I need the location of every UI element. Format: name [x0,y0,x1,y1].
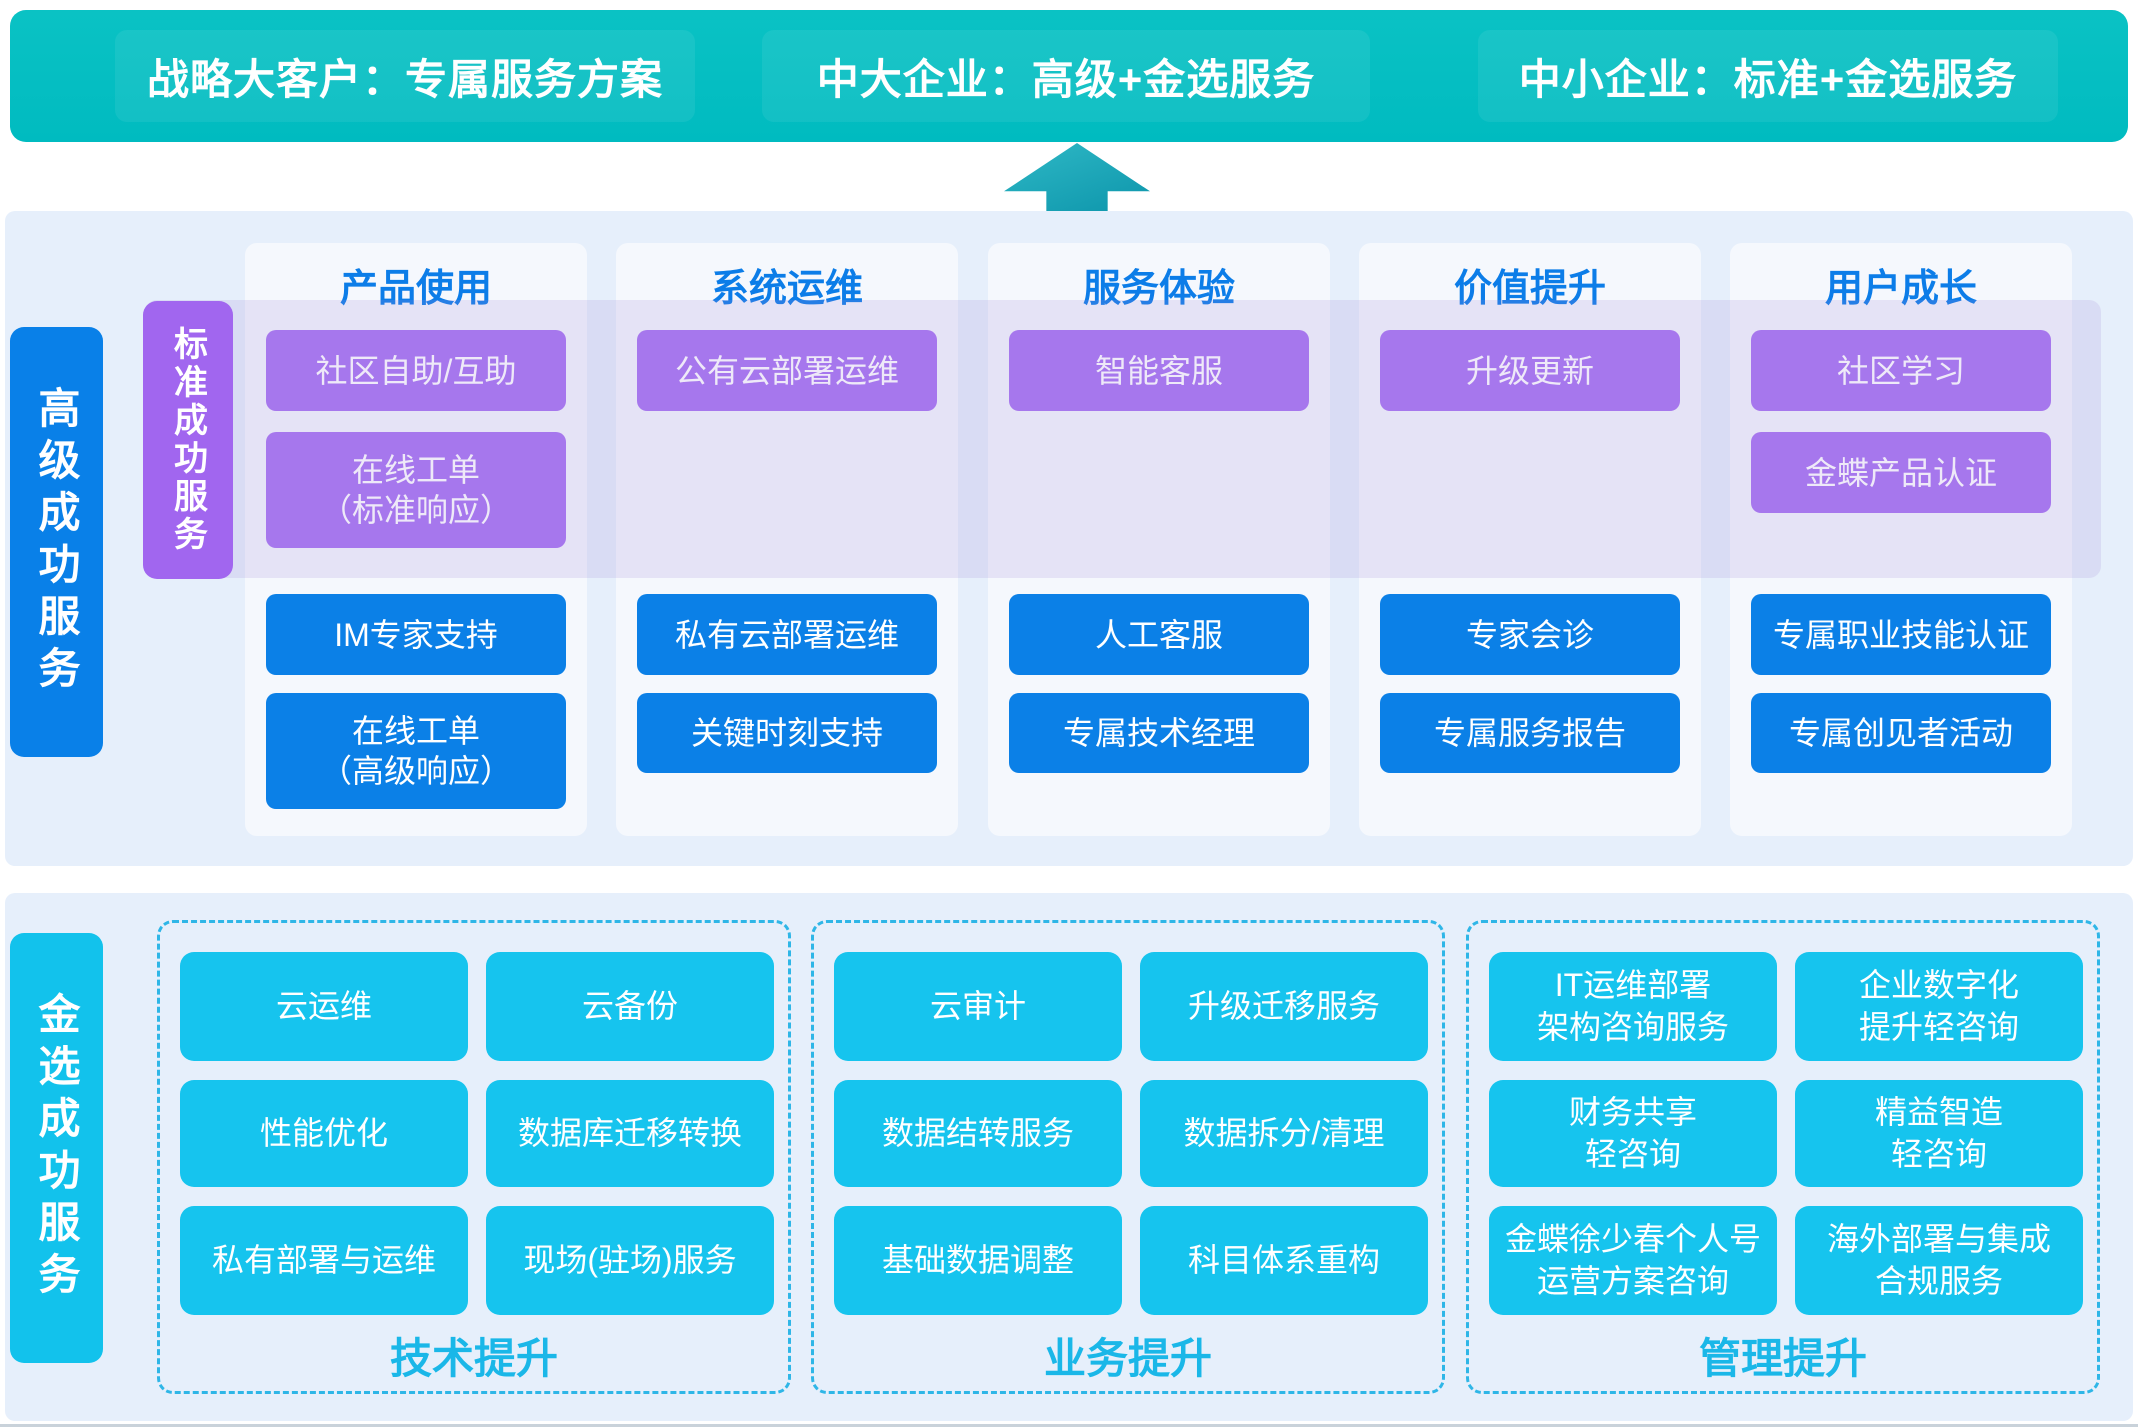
advanced-service-box: 专家会诊 [1380,594,1680,675]
group-management: IT运维部署 架构咨询服务 企业数字化 提升轻咨询 财务共享 轻咨询 精益智造 … [1466,920,2100,1394]
featured-service-box: 财务共享 轻咨询 [1489,1080,1777,1187]
standard-service-box: 社区自助/互助 [266,330,566,411]
advanced-service-box: IM专家支持 [266,594,566,675]
group-label: 技术提升 [389,1335,558,1382]
standard-service-box: 在线工单 （标准响应） [266,432,566,548]
featured-service-box: IT运维部署 架构咨询服务 [1489,952,1777,1061]
banner-segment-label: 中大企业：高级+金选服务 [816,55,1316,103]
column-header: 服务体验 [1082,268,1235,310]
customer-tier-banner: 战略大客户：专属服务方案 中大企业：高级+金选服务 中小企业：标准+金选服务 [10,10,2128,142]
column-service-experience: 服务体验 智能客服 人工客服 专属技术经理 [988,243,1330,836]
banner-segment-strategic: 战略大客户：专属服务方案 [115,30,695,122]
banner-segment-label: 战略大客户：专属服务方案 [146,55,663,103]
advanced-service-box: 人工客服 [1009,594,1309,675]
featured-service-box: 私有部署与运维 [180,1206,468,1315]
column-user-growth: 用户成长 社区学习 金蝶产品认证 专属职业技能认证 专属创见者活动 [1730,243,2072,836]
advanced-service-box: 专属职业技能认证 [1751,594,2051,675]
advanced-services-label: 高级成功服务 [10,327,103,757]
advanced-service-box: 专属服务报告 [1380,693,1680,773]
featured-service-box: 性能优化 [180,1080,468,1187]
column-header: 价值提升 [1453,268,1606,310]
banner-segment-sme: 中小企业：标准+金选服务 [1478,30,2058,122]
group-label: 管理提升 [1698,1335,1867,1382]
featured-service-box: 云审计 [834,952,1122,1061]
advanced-service-box: 专属创见者活动 [1751,693,2051,773]
advanced-service-box: 专属技术经理 [1009,693,1309,773]
screenshot-bottom-edge [0,1424,2138,1427]
group-tech: 云运维 云备份 性能优化 数据库迁移转换 私有部署与运维 现场(驻场)服务 技术… [157,920,791,1394]
featured-service-box: 数据库迁移转换 [486,1080,774,1187]
featured-service-box: 金蝶徐少春个人号 运营方案咨询 [1489,1206,1777,1315]
column-header: 用户成长 [1824,268,1977,310]
standard-service-box: 金蝶产品认证 [1751,432,2051,513]
featured-service-box: 数据结转服务 [834,1080,1122,1187]
up-arrow-icon [1004,143,1150,212]
standard-services-band [145,300,2101,578]
featured-service-box: 现场(驻场)服务 [486,1206,774,1315]
advanced-services-section: 高级成功服务 标准成功服务 产品使用 社区自助/互助 在线工单 （标准响应） I… [5,211,2133,866]
featured-service-box: 升级迁移服务 [1140,952,1428,1061]
featured-service-box: 海外部署与集成 合规服务 [1795,1206,2083,1315]
featured-service-box: 科目体系重构 [1140,1206,1428,1315]
featured-services-section: 金选成功服务 云运维 云备份 性能优化 数据库迁移转换 私有部署与运维 现场(驻… [5,893,2133,1421]
featured-service-box: 基础数据调整 [834,1206,1122,1315]
column-value-improvement: 价值提升 升级更新 专家会诊 专属服务报告 [1359,243,1701,836]
advanced-service-box: 在线工单 （高级响应） [266,693,566,809]
advanced-service-box: 关键时刻支持 [637,693,937,773]
column-product-usage: 产品使用 社区自助/互助 在线工单 （标准响应） IM专家支持 在线工单 （高级… [245,243,587,836]
featured-service-box: 企业数字化 提升轻咨询 [1795,952,2083,1061]
standard-service-box: 公有云部署运维 [637,330,937,411]
featured-service-box: 云备份 [486,952,774,1061]
column-header: 产品使用 [339,268,492,310]
featured-services-label: 金选成功服务 [10,933,103,1363]
column-header: 系统运维 [710,268,863,310]
banner-segment-label: 中小企业：标准+金选服务 [1518,55,2018,103]
standard-service-box: 智能客服 [1009,330,1309,411]
column-system-ops: 系统运维 公有云部署运维 私有云部署运维 关键时刻支持 [616,243,958,836]
featured-service-box: 数据拆分/清理 [1140,1080,1428,1187]
group-label: 业务提升 [1043,1335,1212,1382]
featured-service-box: 云运维 [180,952,468,1061]
standard-services-label: 标准成功服务 [143,301,233,579]
standard-service-box: 社区学习 [1751,330,2051,411]
advanced-service-box: 私有云部署运维 [637,594,937,675]
banner-segment-midlarge: 中大企业：高级+金选服务 [762,30,1370,122]
standard-service-box: 升级更新 [1380,330,1680,411]
group-business: 云审计 升级迁移服务 数据结转服务 数据拆分/清理 基础数据调整 科目体系重构 … [811,920,1445,1394]
featured-service-box: 精益智造 轻咨询 [1795,1080,2083,1187]
